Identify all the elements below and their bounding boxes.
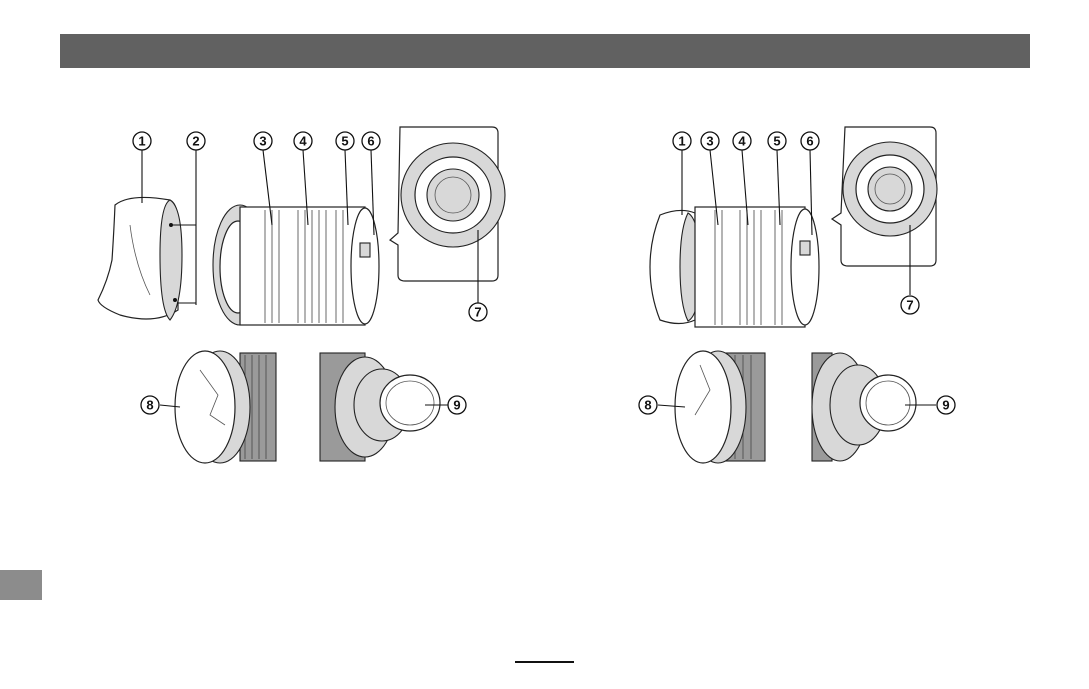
front-lens-cap-icon <box>675 351 765 463</box>
lens-mount-icon <box>390 127 505 281</box>
svg-text:9: 9 <box>453 398 460 413</box>
left-callout-6: 6 <box>362 132 380 150</box>
svg-text:8: 8 <box>644 398 651 413</box>
right-callout-5: 5 <box>768 132 786 150</box>
svg-text:3: 3 <box>259 134 266 149</box>
left-callout-1: 1 <box>133 132 151 150</box>
svg-text:3: 3 <box>706 134 713 149</box>
right-diagram-svg: 1 3 4 5 6 7 8 9 <box>600 95 1000 475</box>
zoom-lens-icon <box>213 205 379 325</box>
left-callout-8: 8 <box>141 396 159 414</box>
page-number-rule <box>515 661 574 663</box>
right-callout-7: 7 <box>901 296 919 314</box>
right-callout-9: 9 <box>937 396 955 414</box>
right-callout-1: 1 <box>673 132 691 150</box>
front-lens-cap-icon <box>175 351 276 463</box>
svg-text:9: 9 <box>942 398 949 413</box>
zoom-lens-icon <box>650 207 819 327</box>
svg-text:5: 5 <box>341 134 348 149</box>
svg-text:7: 7 <box>906 298 913 313</box>
right-callout-8: 8 <box>639 396 657 414</box>
rear-lens-cap-icon <box>320 353 440 461</box>
svg-text:4: 4 <box>299 134 307 149</box>
svg-text:5: 5 <box>773 134 780 149</box>
svg-text:2: 2 <box>192 134 199 149</box>
left-callout-7: 7 <box>469 303 487 321</box>
svg-text:8: 8 <box>146 398 153 413</box>
lens-hood-icon <box>98 197 182 320</box>
right-callout-6: 6 <box>801 132 819 150</box>
section-header-bar <box>60 34 1030 68</box>
left-callout-3: 3 <box>254 132 272 150</box>
left-callout-2: 2 <box>187 132 205 150</box>
left-callout-5: 5 <box>336 132 354 150</box>
right-callout-3: 3 <box>701 132 719 150</box>
left-diagram-svg: 1 2 3 4 5 6 7 8 9 <box>60 95 520 475</box>
svg-text:7: 7 <box>474 305 481 320</box>
svg-text:6: 6 <box>367 134 374 149</box>
section-side-tab <box>0 570 42 600</box>
left-callout-4: 4 <box>294 132 312 150</box>
left-callout-9: 9 <box>448 396 466 414</box>
svg-text:6: 6 <box>806 134 813 149</box>
svg-text:1: 1 <box>138 134 145 149</box>
svg-text:4: 4 <box>738 134 746 149</box>
rear-lens-cap-icon <box>812 353 916 461</box>
svg-text:1: 1 <box>678 134 685 149</box>
right-lens-diagram: 1 3 4 5 6 7 8 9 <box>600 95 1000 475</box>
lens-mount-icon <box>832 127 937 266</box>
left-lens-diagram: 1 2 3 4 5 6 7 8 9 <box>60 95 520 475</box>
right-callout-4: 4 <box>733 132 751 150</box>
